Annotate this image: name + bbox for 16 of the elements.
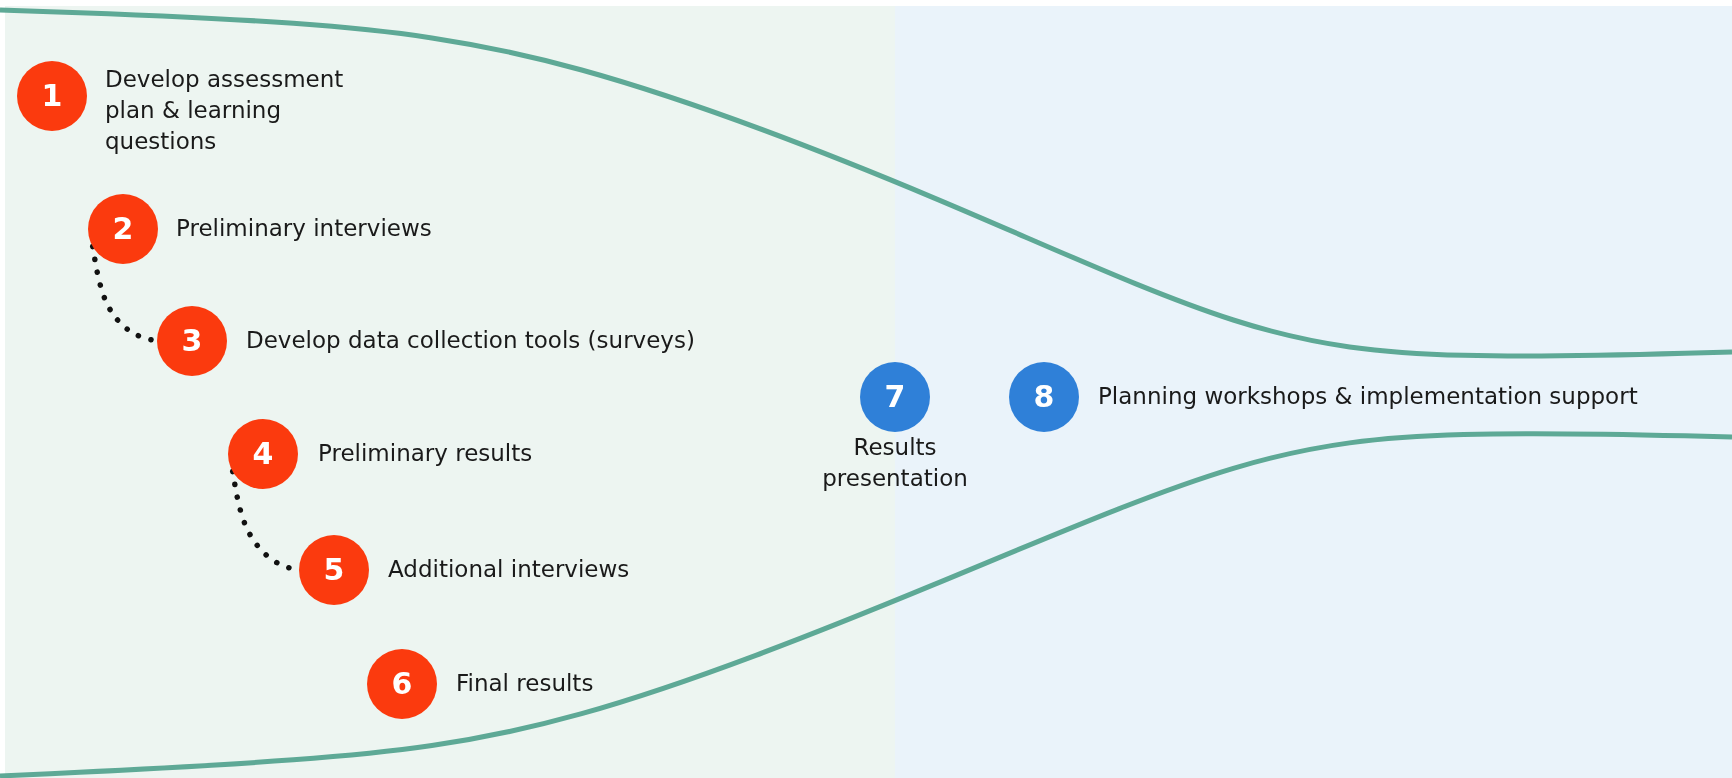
step-number: 3 [181, 326, 203, 356]
step-number: 5 [323, 555, 345, 585]
step-number: 2 [112, 214, 134, 244]
step-number: 7 [884, 382, 906, 412]
step-label: Final results [456, 669, 594, 698]
step-label: Develop assessment plan & learning questions [105, 65, 345, 157]
step-number: 6 [391, 669, 413, 699]
step-number: 8 [1033, 382, 1055, 412]
step-label: Planning workshops & implementation support [1098, 382, 1638, 411]
step-label: Additional interviews [388, 555, 630, 584]
step-label: Preliminary results [318, 439, 533, 468]
step-label: Results presentation [821, 433, 969, 494]
step-number: 4 [252, 439, 274, 469]
step-label: Develop data collection tools (surveys) [246, 326, 695, 355]
step-label: Preliminary interviews [176, 214, 432, 243]
step-number: 1 [41, 81, 63, 111]
